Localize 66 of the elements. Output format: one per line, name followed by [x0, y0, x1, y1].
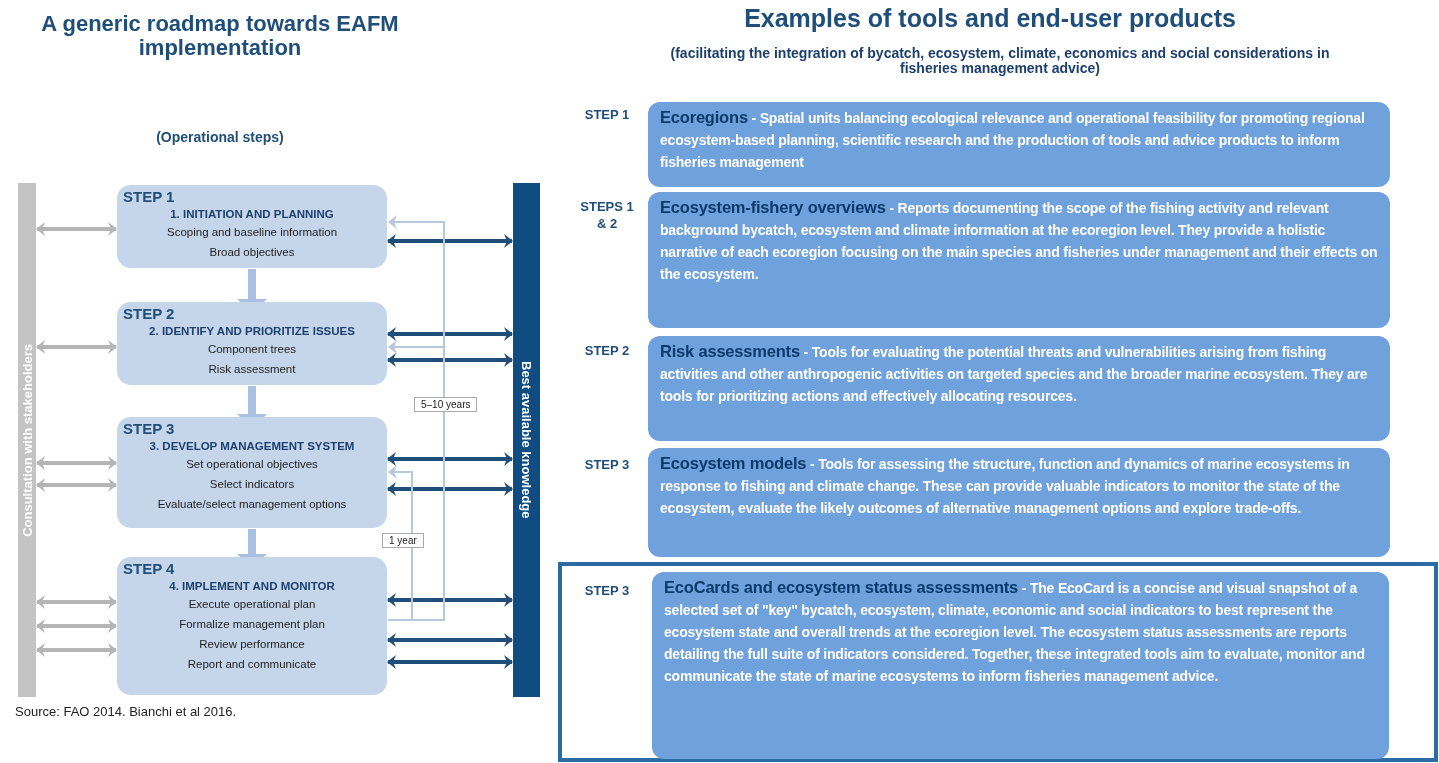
card-text: Risk assessments - Tools for evaluating the potential threats and vulnerabilities arising from fishing activities and other anthropogenic activities on targeted species and the broader marine ecosystem. They are tools for prioritizing actions and effectively allocating resources.	[660, 341, 1369, 406]
step-box	[117, 302, 387, 385]
step-tag: STEP 3	[578, 456, 636, 473]
knowledge-bar	[513, 183, 540, 697]
step-item: Select indicators	[209, 477, 295, 492]
double-arrow	[36, 619, 117, 633]
step-title: 3. DEVELOP MANAGEMENT SYSTEM	[149, 439, 355, 454]
double-arrow	[387, 482, 513, 496]
panel-title: A generic roadmap towards EAFM implementation	[40, 12, 400, 60]
step-item: Report and communicate	[187, 657, 317, 672]
card-text: Ecosystem models - Tools for assessing the structure, function and dynamics of marine ecosystems in response to fishing and climate change. These can provide valuable indicators to monitor the state of the ecosystem, evaluate the likely outcomes of alternative management options and explore trade-offs.	[660, 453, 1351, 518]
step-item: Formalize management plan	[179, 617, 325, 632]
step-heading: STEP 1	[123, 189, 176, 204]
step-box	[117, 557, 387, 695]
tool-card	[652, 572, 1389, 759]
step-title: 1. INITIATION AND PLANNING	[170, 207, 334, 222]
tool-card	[648, 336, 1390, 441]
step-item: Execute operational plan	[188, 597, 316, 612]
double-arrow	[36, 478, 117, 492]
double-arrow	[36, 456, 117, 470]
card-text: EcoCards and ecosystem status assessments - The EcoCard is a concise and visual snapshot of a selected set of "key" bycatch, ecosystem, climate, economic and social indicators to best represent the ecosystem state and overall trends at the ecoregion level. The ecosystem status assessments are reports detailing the full suite of indicators considered. Together, these integrated tools aim to evaluate, monitor and communicate the state of marine ecosystems to inform fisheries management advice.	[664, 577, 1366, 686]
card-text: Ecosystem-fishery overviews - Reports documenting the scope of the fishing activity and relevant background bycatch, ecosystem and climate information at the ecoregion level. They provide a holistic narrative of each ecoregion focusing on the main species and fisheries under management and their effects on the ecosystem.	[660, 197, 1379, 284]
bar-label: Best available knowledge	[519, 361, 534, 519]
step-item: Scoping and baseline information	[166, 225, 338, 240]
bar-label: Consultation with stakeholders	[19, 343, 35, 537]
step-item: Evaluate/select management options	[157, 497, 347, 512]
card-text: Ecoregions - Spatial units balancing ecological relevance and operational feasibility for promoting regional ecosystem-based planning, scientific research and the production of tools and advice products to inform fisheries management	[660, 107, 1366, 172]
step-tag: STEP 3	[578, 582, 636, 599]
edge-label: 5–10 years	[414, 397, 478, 412]
step-title: 2. IDENTIFY AND PRIORITIZE ISSUES	[149, 324, 355, 339]
step-item: Broad objectives	[209, 245, 295, 260]
tool-card	[648, 448, 1390, 557]
double-arrow	[387, 353, 513, 367]
panel-subtitle: (facilitating the integration of bycatch, ecosystem, climate, economics and social considerations in fisheries management advice)	[669, 46, 1331, 76]
step-box	[117, 185, 387, 268]
double-arrow	[387, 327, 513, 341]
step-box	[117, 417, 387, 528]
panel-title: Examples of tools and end-user products	[743, 5, 1237, 32]
highlight-frame	[558, 562, 1438, 762]
step-heading: STEP 4	[123, 561, 176, 576]
step-item: Risk assessment	[208, 362, 296, 377]
step-item: Review performance	[199, 637, 305, 652]
step-tag: STEP 1	[578, 106, 636, 123]
step-tag: STEP 2	[578, 342, 636, 359]
step-tag: STEPS 1 & 2	[578, 198, 636, 232]
step-heading: STEP 3	[123, 421, 176, 436]
double-arrow	[387, 234, 513, 248]
double-arrow	[36, 340, 117, 354]
step-heading: STEP 2	[123, 306, 176, 321]
double-arrow	[387, 655, 513, 669]
double-arrow	[387, 593, 513, 607]
step-item: Component trees	[207, 342, 297, 357]
double-arrow	[36, 222, 117, 236]
double-arrow	[387, 633, 513, 647]
double-arrow	[387, 452, 513, 466]
stakeholder-bar	[18, 183, 36, 697]
double-arrow	[36, 595, 117, 609]
step-title: 4. IMPLEMENT AND MONITOR	[169, 579, 335, 594]
tool-card	[648, 102, 1390, 187]
edge-label: 1 year	[382, 533, 424, 548]
double-arrow	[36, 643, 117, 657]
panel-subtitle: (Operational steps)	[155, 128, 285, 146]
step-item: Set operational objectives	[186, 457, 318, 472]
source-note: Source: FAO 2014. Bianchi et al 2016.	[15, 705, 237, 719]
feedback-arrow	[387, 465, 413, 621]
tool-card	[648, 192, 1390, 328]
